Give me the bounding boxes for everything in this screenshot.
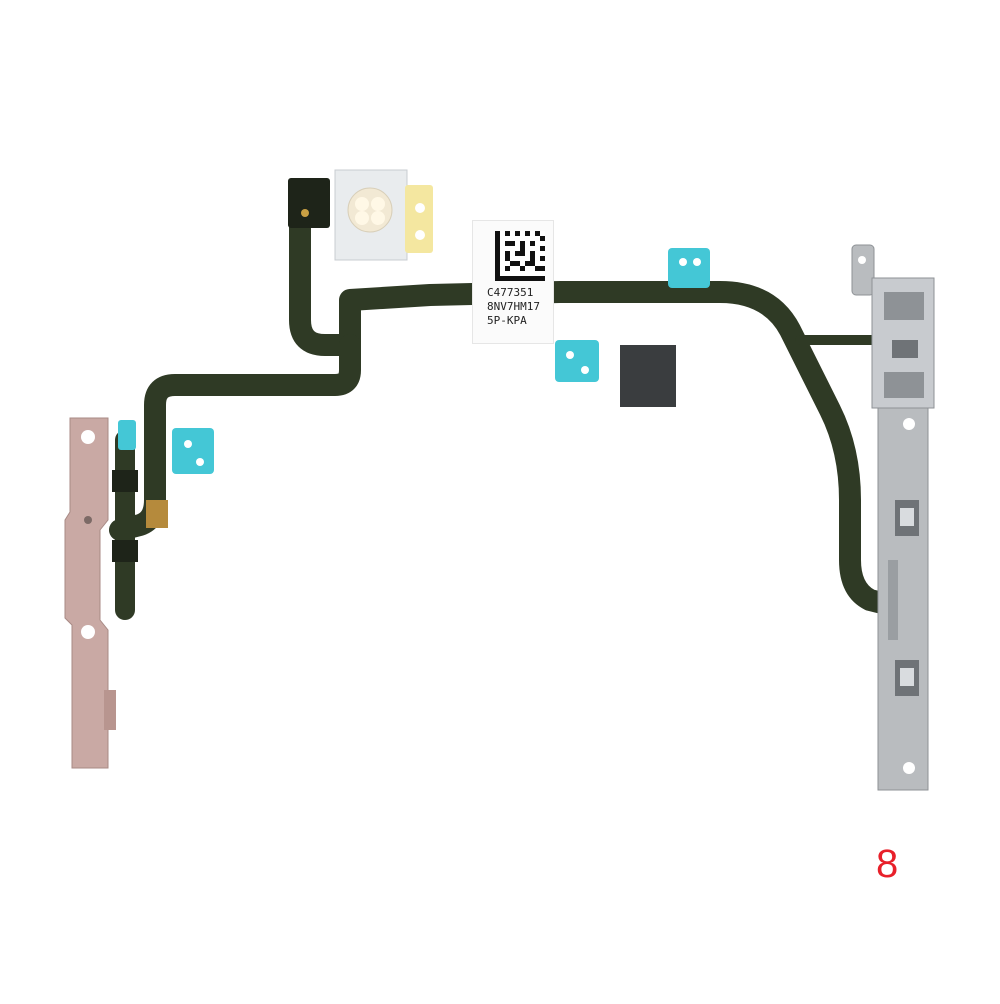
flash-module xyxy=(288,169,433,261)
flex-ribbon xyxy=(109,199,901,620)
barcode-sticker: C477351 8NV7HM17 5P-KPA xyxy=(472,220,554,344)
sticker-line-2: 8NV7HM17 xyxy=(487,300,540,313)
right-bracket xyxy=(851,244,935,791)
left-bracket xyxy=(64,417,116,769)
left-switch-cluster xyxy=(112,470,168,562)
adhesive-tabs xyxy=(118,248,710,474)
qr-code xyxy=(495,231,545,281)
stiffener-plate xyxy=(620,345,676,407)
sticker-line-1: C477351 xyxy=(487,286,534,299)
flex-trace-main xyxy=(289,199,901,616)
sticker-line-3: 5P-KPA xyxy=(487,314,527,327)
model-number-label: 8 xyxy=(876,842,899,886)
